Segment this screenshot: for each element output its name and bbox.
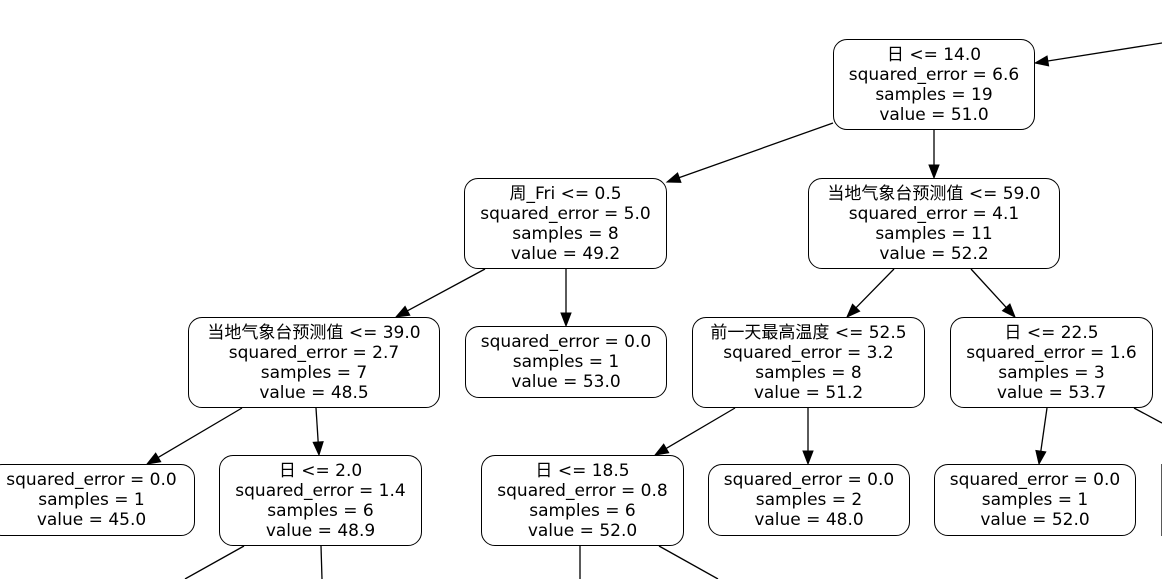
- node-line: samples = 1: [38, 490, 145, 510]
- node-line: 周_Fri <= 0.5: [509, 183, 622, 204]
- node-line: squared_error = 0.0: [949, 470, 1121, 490]
- node-line: value = 51.0: [879, 104, 989, 125]
- node-line: samples = 6: [529, 500, 636, 521]
- node-line: squared_error = 3.2: [723, 342, 894, 363]
- node-line: 当地气象台预测值 <= 39.0: [207, 322, 421, 343]
- edge-n2-n6: [970, 268, 1016, 319]
- node-line: samples = 3: [998, 362, 1105, 383]
- edge-n0-n1: [665, 122, 834, 183]
- node-line: samples = 1: [981, 490, 1089, 510]
- node-line: samples = 2: [755, 490, 863, 510]
- node-line: samples = 11: [875, 223, 993, 244]
- node-line: squared_error = 2.7: [228, 342, 400, 363]
- node-line: samples = 1: [512, 352, 620, 372]
- node-line: samples = 7: [260, 362, 368, 383]
- edge-n5-n10: [802, 408, 814, 466]
- edge-n2-n5: [846, 268, 895, 318]
- node-line: squared_error = 0.0: [723, 470, 895, 490]
- node-line: value = 52.0: [527, 520, 638, 541]
- node-line: samples = 8: [512, 223, 619, 244]
- node-line: 当地气象台预测值 <= 59.0: [827, 183, 1041, 204]
- node-line: squared_error = 5.0: [480, 203, 651, 224]
- node-line: 日 <= 2.0: [278, 460, 363, 481]
- node-line: squared_error = 1.4: [235, 480, 406, 501]
- edge-n1-n4: [560, 269, 572, 328]
- node-line: squared_error = 0.8: [497, 480, 668, 501]
- edge-n5-n9: [653, 407, 736, 456]
- node-line: squared_error = 0.0: [480, 332, 652, 352]
- edge-n3-n7: [145, 407, 243, 465]
- node-line: squared_error = 4.1: [848, 203, 1020, 224]
- node-line: 日 <= 14.0: [886, 44, 982, 65]
- node-line: 日 <= 18.5: [535, 460, 630, 481]
- node-line: squared_error = 1.6: [966, 342, 1137, 363]
- node-line: value = 53.7: [996, 382, 1107, 403]
- node-line: value = 52.0: [980, 510, 1090, 530]
- node-line: value = 51.2: [753, 382, 864, 403]
- node-line: squared_error = 6.6: [848, 64, 1020, 85]
- node-line: 日 <= 22.5: [1004, 322, 1099, 343]
- node-line: value = 45.0: [36, 510, 147, 530]
- edge-offscreen-child-1: [320, 545, 323, 579]
- node-line: value = 52.2: [879, 243, 989, 264]
- node-line: value = 48.9: [265, 520, 376, 541]
- node-line: samples = 8: [755, 362, 862, 383]
- edge-offscreen-child-4: [1133, 407, 1162, 424]
- edge-n0-n2: [928, 130, 940, 180]
- node-line: 前一天最高温度 <= 52.5: [710, 322, 907, 343]
- node-line: samples = 19: [875, 84, 993, 105]
- edge-from-offscreen-parent: [1033, 42, 1162, 67]
- edge-offscreen-child-3: [658, 545, 719, 579]
- node-line: samples = 6: [267, 500, 374, 521]
- node-line: value = 49.2: [510, 243, 621, 264]
- node-line: squared_error = 0.0: [6, 470, 177, 490]
- node-line: value = 53.0: [511, 372, 621, 392]
- node-line: value = 48.5: [259, 382, 369, 403]
- edge-n1-n3: [394, 268, 486, 318]
- edge-n3-n8: [312, 407, 324, 457]
- node-line: value = 48.0: [754, 510, 864, 530]
- edge-offscreen-child-0: [184, 545, 245, 579]
- edge-n6-n11: [1035, 407, 1048, 466]
